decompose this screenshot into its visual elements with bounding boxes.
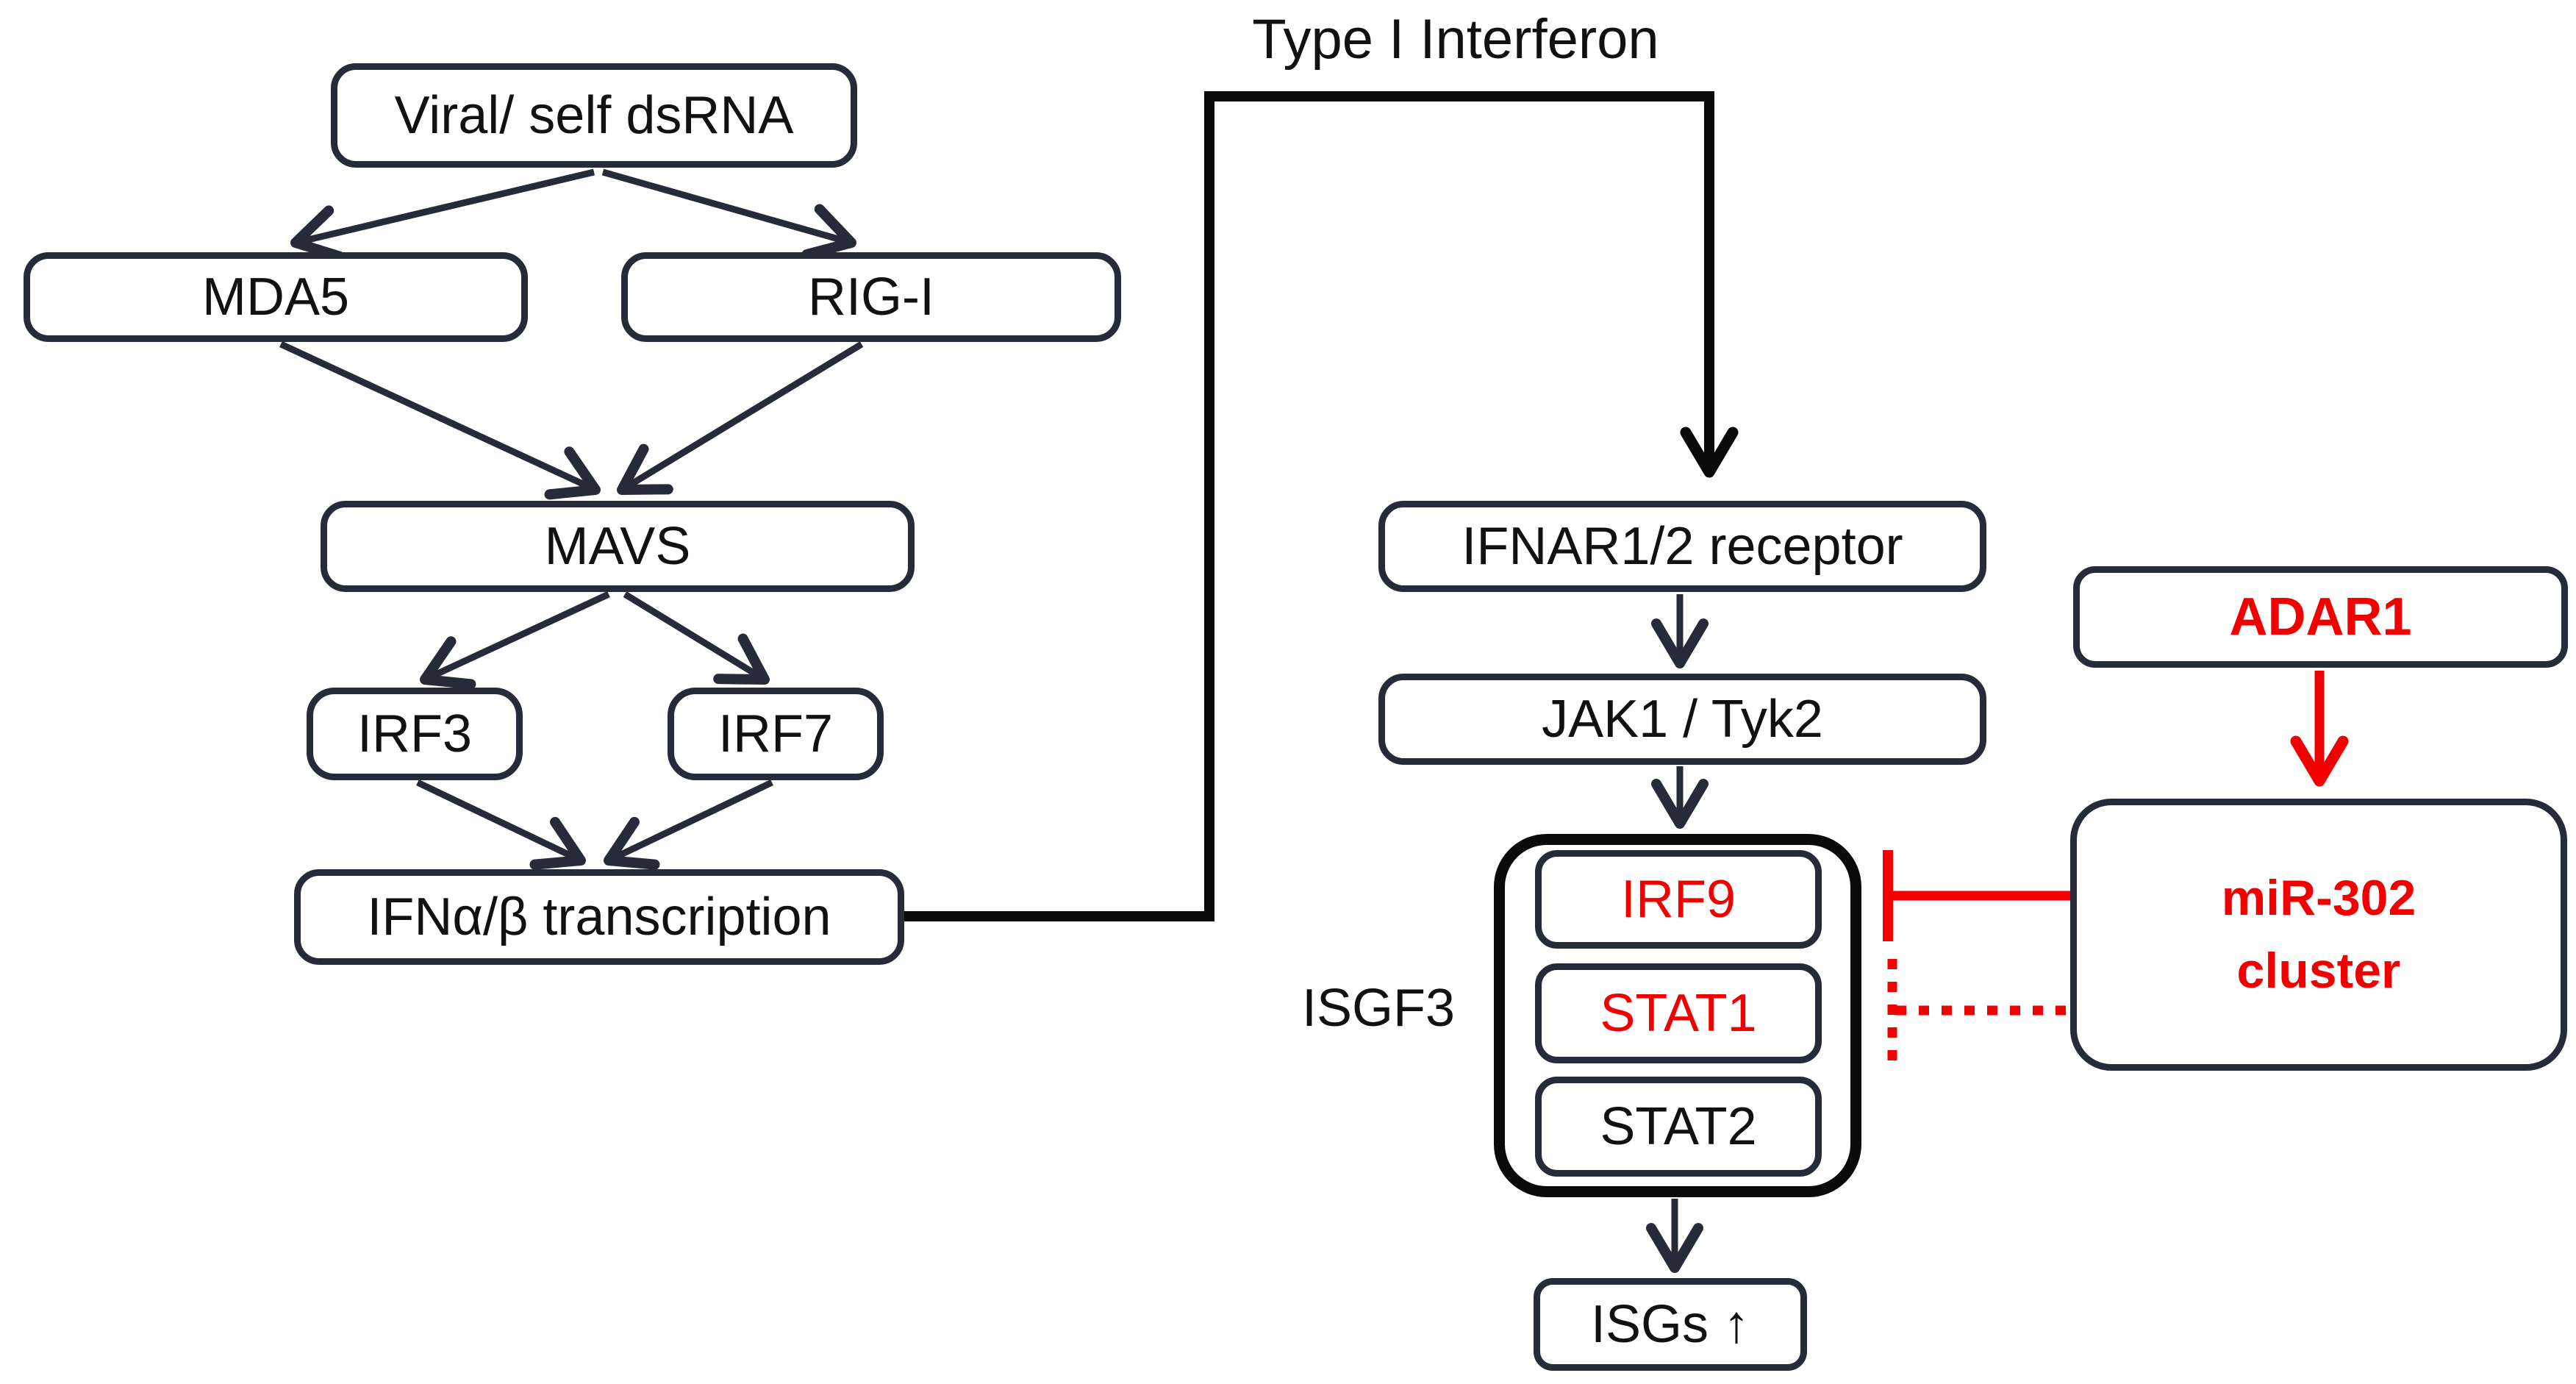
node-jak1-tyk2: JAK1 / Tyk2 [1378,674,1986,765]
mir302-line2: cluster [2236,943,2401,999]
node-ifn-transcription: IFNα/β transcription [294,869,904,965]
mir302-line1: miR-302 [2221,870,2416,927]
arrow-viral-to-rigi [601,168,856,260]
node-mda5: MDA5 [24,252,528,342]
node-stat2: STAT2 [1535,1077,1822,1177]
arrow-irf3-to-ifn [416,779,586,870]
node-irf3: IRF3 [307,688,523,780]
isgf3-label: ISGF3 [1301,979,1456,1038]
type1-interferon-label: Type I Interferon [1252,8,1659,71]
node-adar1: ADAR1 [2073,566,2568,668]
node-viral-self-dsrna: Viral/ self dsRNA [331,63,857,168]
node-irf7: IRF7 [668,688,884,780]
arrow-mda5-to-mavs [279,340,601,500]
arrow-viral-to-mda5 [290,168,595,262]
connector-ifn-to-ifnar [904,91,1739,921]
node-stat1: STAT1 [1535,963,1822,1063]
arrow-mavs-to-irf7 [623,591,770,685]
node-rig-i: RIG-I [621,252,1121,342]
arrow-rigi-to-mavs [617,341,864,495]
node-irf9: IRF9 [1535,850,1822,949]
node-ifnar-receptor: IFNAR1/2 receptor [1378,501,1986,592]
arrow-mavs-to-irf3 [420,591,610,690]
node-isgs: ISGs ↑ [1534,1278,1807,1371]
node-mavs: MAVS [321,501,915,592]
arrow-irf7-to-ifn [604,779,773,870]
node-mir302-cluster: miR-302 cluster [2070,799,2567,1071]
